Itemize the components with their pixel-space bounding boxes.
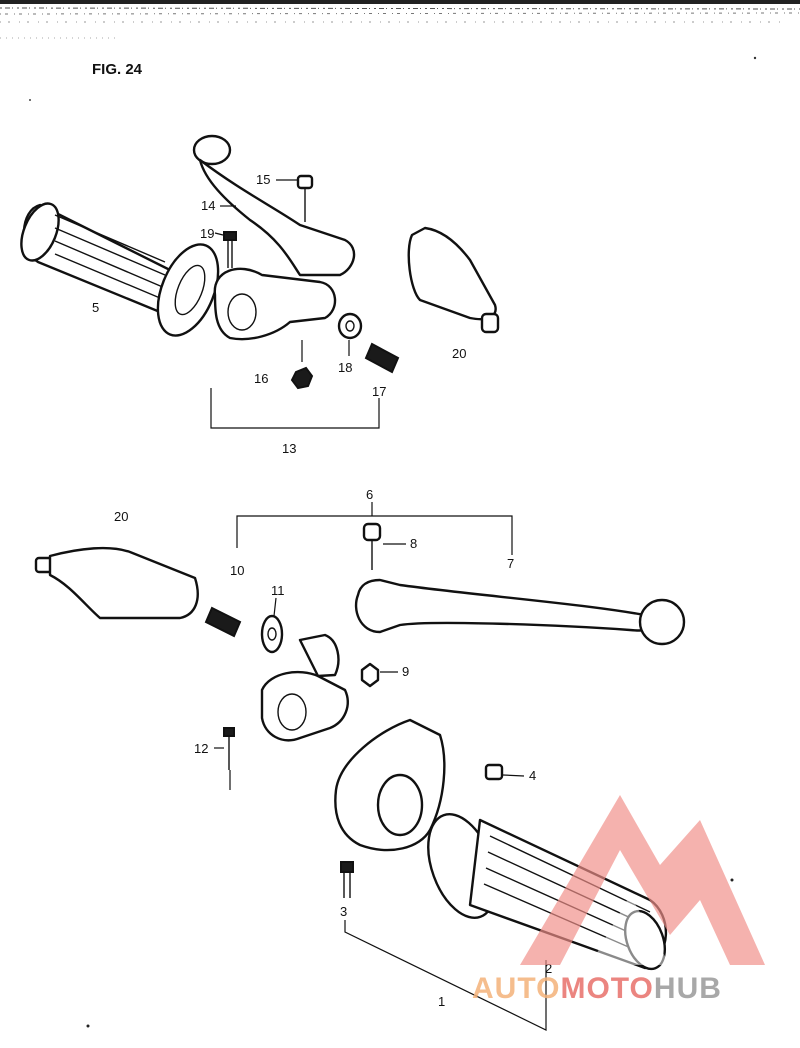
lever-bolt-upper [296,174,314,222]
screw-3 [340,861,354,898]
callout-8: 8 [410,536,417,551]
screw-19 [223,231,237,268]
leader-lines [210,179,547,1031]
lever-cover-upper [407,226,500,334]
callout-11: 11 [271,583,285,598]
callout-7: 7 [507,556,514,571]
clutch-lever [192,134,356,277]
callout-17: 17 [372,384,386,399]
throttle-housing [334,718,446,852]
brake-lever [354,578,686,646]
callout-4: 4 [529,768,536,783]
screw-12 [223,727,235,770]
washer-11 [260,614,284,654]
callout-14: 14 [201,198,215,213]
callout-labels: 15 14 19 5 16 18 17 20 13 6 20 8 7 10 11… [92,172,552,1009]
lever-bolt-lower [362,522,382,570]
washer-18 [337,312,363,340]
callout-1: 1 [438,994,445,1009]
brake-holder [260,633,349,742]
callout-16: 16 [254,371,268,386]
callout-20-lower: 20 [114,509,128,524]
bolt-10 [204,606,242,638]
nut-16 [290,366,314,390]
lever-cover-lower [34,546,199,620]
bolt-17 [364,342,400,374]
cable-cap-4 [484,763,504,781]
scan-noise [0,0,800,39]
callout-18: 18 [338,360,352,375]
watermark-text-auto: AUTOMOTOHUB [472,972,722,1005]
scan-specks [29,56,757,1028]
callout-5: 5 [92,300,99,315]
callout-15: 15 [256,172,270,187]
callout-3: 3 [340,904,347,919]
watermark-logo: AUTOMOTOHUB [472,795,765,1005]
callout-13: 13 [282,441,296,456]
clutch-holder [213,267,337,341]
callout-19: 19 [200,226,214,241]
callout-12: 12 [194,741,208,756]
callout-6: 6 [366,487,373,502]
nut-9 [360,662,380,688]
callout-20-upper: 20 [452,346,466,361]
callout-2: 2 [545,961,552,976]
callout-9: 9 [402,664,409,679]
grip-left [20,202,220,337]
callout-10: 10 [230,563,244,578]
figure-title: FIG. 24 [92,61,143,78]
